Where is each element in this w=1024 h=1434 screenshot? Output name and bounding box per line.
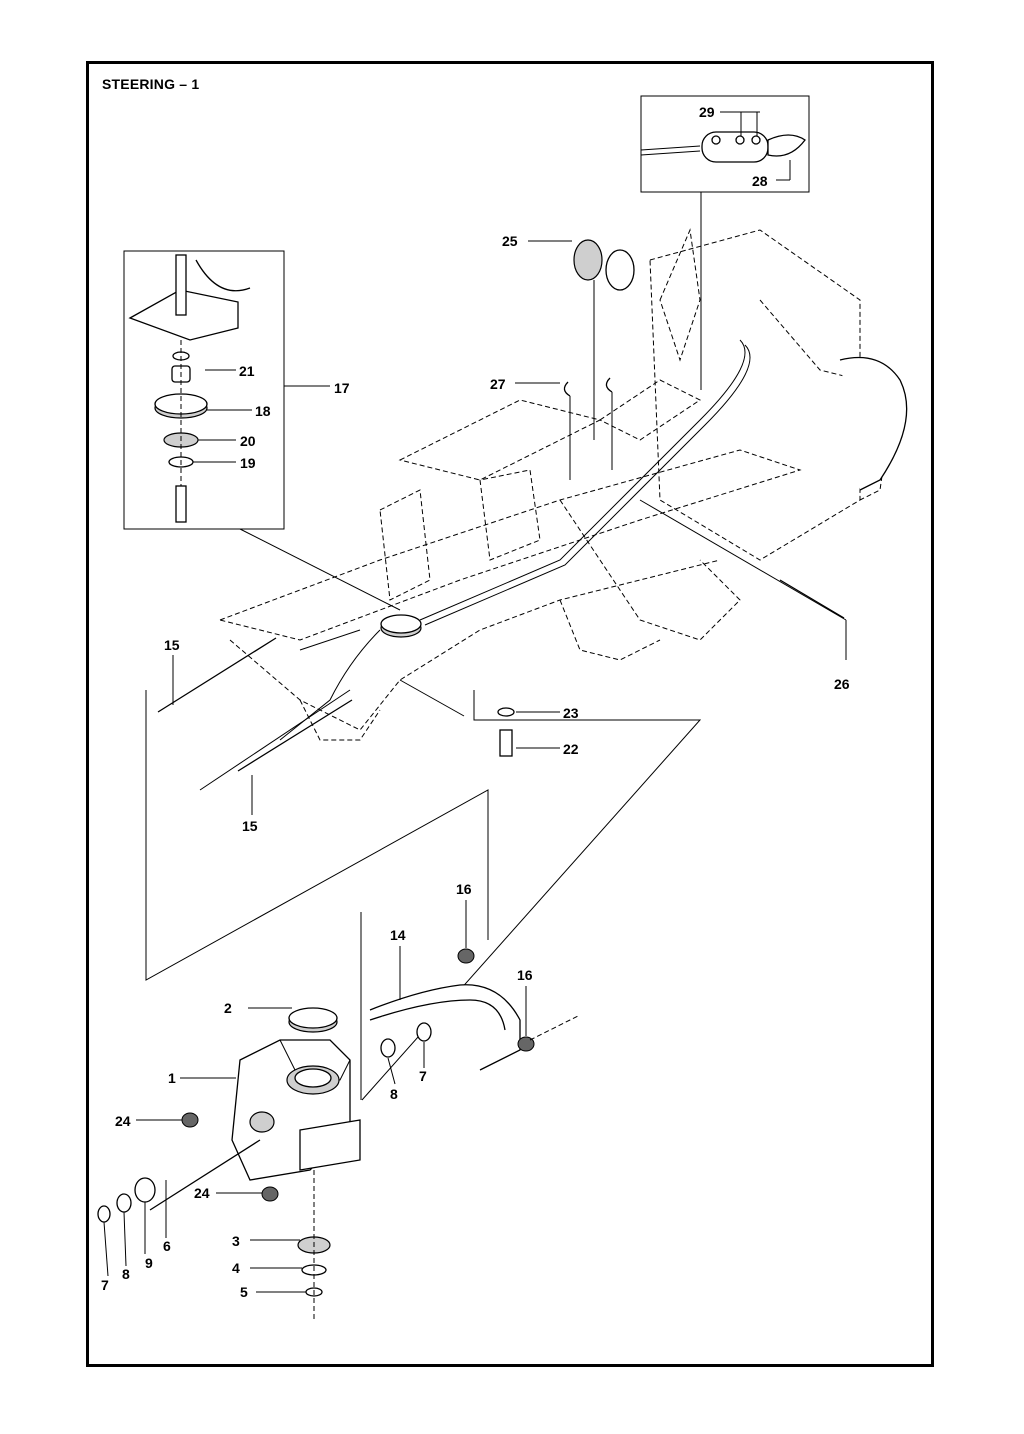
- callout-19: 19: [240, 455, 256, 471]
- callout-17: 17: [334, 380, 350, 396]
- callout-15-lower: 15: [242, 818, 258, 834]
- callout-9: 9: [145, 1255, 153, 1271]
- callout-7-lower: 7: [101, 1277, 109, 1293]
- callout-16-upper: 16: [456, 881, 472, 897]
- callout-26: 26: [834, 676, 850, 692]
- callout-22: 22: [563, 741, 579, 757]
- diagram-frame: [86, 61, 934, 1367]
- inset-steering-pulley: [123, 250, 330, 530]
- callout-8-upper: 8: [390, 1086, 398, 1102]
- callout-24-left: 24: [115, 1113, 131, 1129]
- diagram-title: STEERING – 1: [102, 76, 200, 92]
- callout-23: 23: [563, 705, 579, 721]
- callout-7-upper: 7: [419, 1068, 427, 1084]
- callout-21: 21: [239, 363, 255, 379]
- callout-28: 28: [752, 173, 768, 189]
- callout-2: 2: [224, 1000, 232, 1016]
- callout-27: 27: [490, 376, 506, 392]
- callout-6: 6: [163, 1238, 171, 1254]
- callout-24-lower: 24: [194, 1185, 210, 1201]
- callout-1: 1: [168, 1070, 176, 1086]
- callout-labels: 29 28 25 21 17 27 18 20 19 15 26 23 22 1…: [101, 104, 850, 1300]
- callout-3: 3: [232, 1233, 240, 1249]
- chassis-frame-dashed: [218, 228, 908, 741]
- callout-25: 25: [502, 233, 518, 249]
- callout-14: 14: [390, 927, 406, 943]
- inset-cable-clamp: [640, 95, 810, 193]
- callout-15-upper: 15: [164, 637, 180, 653]
- callout-5: 5: [240, 1284, 248, 1300]
- callout-8-lower: 8: [122, 1266, 130, 1282]
- callout-18: 18: [255, 403, 271, 419]
- callout-29: 29: [699, 104, 715, 120]
- callout-16-lower: 16: [517, 967, 533, 983]
- gearbox-assembly: [97, 948, 581, 1320]
- callout-20: 20: [240, 433, 256, 449]
- callout-4: 4: [232, 1260, 240, 1276]
